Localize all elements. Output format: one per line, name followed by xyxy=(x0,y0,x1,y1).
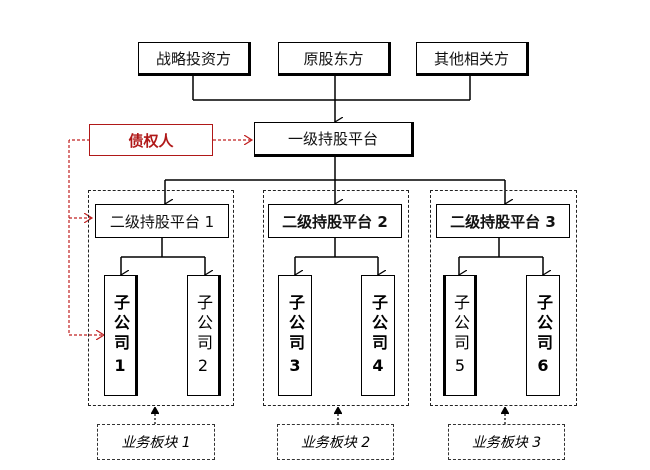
sub-label: 子公司 xyxy=(369,293,388,354)
source-label: 战略投资方 xyxy=(155,49,231,68)
source-original-shareholders: 原股东方 xyxy=(278,42,391,76)
sub-label: 子公司 xyxy=(111,293,130,354)
sub-num: 5 xyxy=(454,355,466,375)
sub-num: 6 xyxy=(537,355,549,375)
level2-platform-2: 二级持股平台 2 xyxy=(268,204,402,238)
sub-num: 3 xyxy=(289,355,301,375)
top-merge-lines xyxy=(192,75,471,122)
business-segment-3: 业务板块 3 xyxy=(448,424,565,460)
group-2 xyxy=(263,190,409,406)
sub-num: 1 xyxy=(114,355,126,375)
sub-num: 2 xyxy=(197,355,209,375)
level1-to-level2-lines xyxy=(165,156,505,204)
level1-label: 一级持股平台 xyxy=(287,130,378,148)
business-segment-1: 业务板块 1 xyxy=(97,424,215,460)
creditor-lines xyxy=(68,140,252,335)
group-3 xyxy=(430,190,577,406)
sub-label: 子公司 xyxy=(451,293,470,354)
level2-label: 二级持股平台 2 xyxy=(282,212,388,231)
source-other-parties: 其他相关方 xyxy=(416,42,529,76)
level2-label: 二级持股平台 1 xyxy=(109,212,215,231)
subsidiary-1: 子公司 1 xyxy=(104,275,138,396)
sub-label: 子公司 xyxy=(286,293,305,354)
business-segment-2: 业务板块 2 xyxy=(277,424,394,460)
level1-platform: 一级持股平台 xyxy=(254,122,414,157)
segment-label: 业务板块 2 xyxy=(300,435,371,451)
level2-label: 二级持股平台 3 xyxy=(450,212,556,231)
source-label: 原股东方 xyxy=(303,49,364,68)
creditor-label: 债权人 xyxy=(128,131,174,150)
level2-to-subsidiary-lines xyxy=(121,238,543,275)
source-label: 其他相关方 xyxy=(433,49,509,68)
subsidiary-3: 子公司 3 xyxy=(278,275,312,396)
subsidiary-4: 子公司 4 xyxy=(361,275,395,396)
subsidiary-5: 子公司 5 xyxy=(443,275,477,396)
level2-platform-1: 二级持股平台 1 xyxy=(95,204,229,238)
source-strategic-investor: 战略投资方 xyxy=(138,42,251,76)
sub-num: 4 xyxy=(372,355,384,375)
sub-label: 子公司 xyxy=(194,293,213,354)
segment-label: 业务板块 1 xyxy=(121,435,191,451)
subsidiary-6: 子公司 6 xyxy=(526,275,560,396)
segment-label: 业务板块 3 xyxy=(471,435,542,451)
segment-arrows xyxy=(155,407,505,424)
sub-label: 子公司 xyxy=(534,293,553,354)
level2-platform-3: 二级持股平台 3 xyxy=(436,204,570,238)
subsidiary-2: 子公司 2 xyxy=(187,275,221,396)
creditor-box: 债权人 xyxy=(89,124,213,156)
group-1 xyxy=(88,190,234,406)
